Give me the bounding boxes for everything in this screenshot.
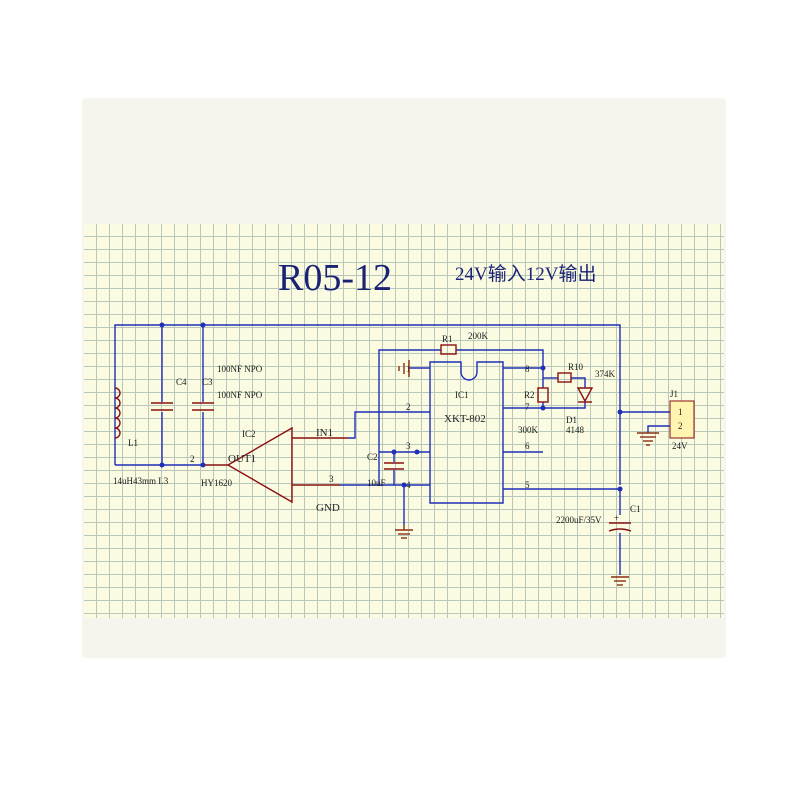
- resistor-r1: R1 200K: [440, 331, 489, 355]
- l1-value: 14uH43mm L3: [113, 476, 169, 486]
- ic1-pin7: 7: [525, 402, 530, 412]
- ic2-pin-in: IN1: [316, 427, 333, 439]
- resistor-r2: R2 300K: [518, 387, 549, 435]
- ic1-value: XKT-802: [444, 413, 486, 425]
- schematic-subtitle: 24V输入12V输出: [455, 263, 596, 285]
- r2-value: 300K: [518, 425, 539, 435]
- ic1-pin8: 8: [525, 364, 530, 374]
- r10-ref: R10: [568, 362, 584, 372]
- ground-symbol-pin1: [398, 360, 410, 377]
- c2-value: 10uF: [367, 478, 386, 488]
- capacitor-c4: C4: [151, 377, 187, 411]
- ic1-chip: IC1 XKT-802 1 2 3 4 5 6 7 8: [406, 361, 530, 504]
- wires: [114, 324, 670, 575]
- r1-ref: R1: [442, 334, 453, 344]
- ic1-pin3: 3: [406, 441, 411, 451]
- junctions: [159, 322, 623, 492]
- c4-ref: C4: [176, 377, 187, 387]
- ic2-pin-gnd: GND: [316, 502, 340, 514]
- ic2-ref: IC2: [242, 429, 256, 439]
- j1-value: 24V: [672, 441, 688, 451]
- ic1-pin2: 2: [406, 402, 411, 412]
- connector-j1: J1 1 2 24V: [637, 389, 695, 451]
- ic1-pin6: 6: [525, 441, 530, 451]
- ic2-regulator: IC2 OUT1 HY1620 IN1 GND 2 3: [190, 426, 348, 514]
- l1-ref: L1: [128, 438, 138, 448]
- ic1-pin5: 5: [525, 480, 530, 490]
- ground-symbol-c1: [611, 576, 629, 586]
- schematic-sheet: [84, 224, 724, 618]
- r2-ref: R2: [524, 390, 535, 400]
- resistor-r10: R10 374K: [557, 362, 616, 383]
- c1-plus: +: [614, 513, 619, 523]
- ic2-pin3-label: 3: [329, 474, 334, 484]
- capacitor-c3: C3 100NF NPO 100NF NPO: [192, 364, 263, 411]
- c1-value: 2200uF/35V: [556, 515, 602, 525]
- ic2-pin-out: OUT1: [228, 453, 256, 465]
- c3-value: 100NF NPO: [217, 390, 263, 400]
- diode-d1: D1 4148: [566, 387, 594, 435]
- r10-value: 374K: [595, 369, 616, 379]
- ground-symbol-ic1: [395, 525, 413, 539]
- d1-value: 4148: [566, 425, 585, 435]
- c4-value: 100NF NPO: [217, 364, 263, 374]
- inductor-l1: L1 14uH43mm L3: [113, 387, 169, 486]
- ic2-pin2-label: 2: [190, 454, 195, 464]
- r1-value: 200K: [468, 331, 489, 341]
- ic1-ref: IC1: [455, 390, 469, 400]
- ic1-pin4: 4: [406, 480, 411, 490]
- capacitor-c1: + C1 2200uF/35V: [556, 504, 641, 532]
- c3-ref: C3: [202, 377, 213, 387]
- j1-ref: J1: [670, 389, 678, 399]
- ic1-pin1: 1: [406, 364, 411, 374]
- schematic-title: R05-12: [278, 257, 392, 299]
- c2-ref: C2: [367, 452, 378, 462]
- d1-ref: D1: [566, 415, 577, 425]
- capacitor-c2: C2 10uF: [367, 452, 404, 488]
- ic2-value: HY1620: [201, 478, 232, 488]
- c1-ref: C1: [630, 504, 641, 514]
- j1-pin1: 1: [678, 407, 683, 417]
- j1-pin2: 2: [678, 421, 683, 431]
